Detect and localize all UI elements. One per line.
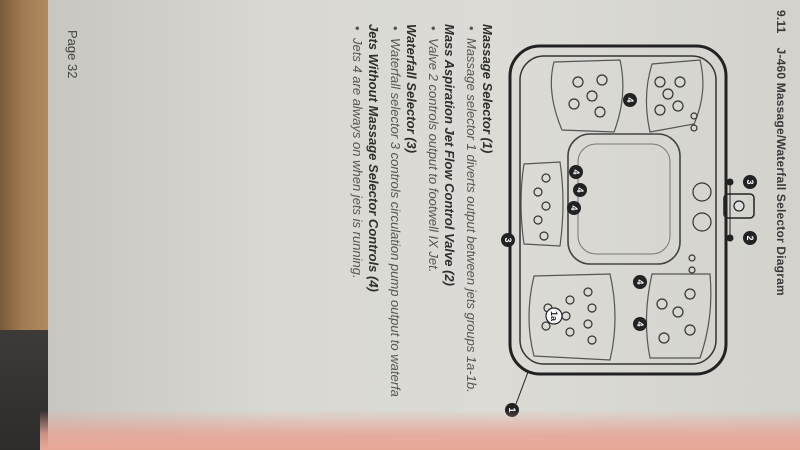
- callout-label: 4: [635, 321, 645, 326]
- jet: [596, 74, 608, 86]
- section-title: J-460 Massage/Waterfall Selector Diagram: [774, 47, 788, 296]
- jet: [572, 76, 584, 88]
- jet: [586, 90, 598, 102]
- selector-2-marker: [726, 234, 734, 242]
- jet: [565, 295, 575, 305]
- legend-text: Massage Selector (1) Massage selector 1 …: [343, 24, 495, 444]
- callout-label: 4: [571, 169, 581, 174]
- jet: [674, 76, 686, 88]
- section-heading: Waterfall Selector (3): [404, 24, 419, 154]
- tub-inner-rim: [519, 55, 717, 365]
- jet: [672, 306, 684, 318]
- jet: [684, 324, 696, 336]
- jet: [690, 112, 698, 120]
- tub-outer-shell: [508, 44, 728, 376]
- finger-overlay: [40, 410, 800, 450]
- section-bullet: Valve 2 controls output to footwell IX J…: [425, 38, 441, 444]
- callout-label: 4: [625, 97, 635, 102]
- callout-label: 4: [575, 187, 585, 192]
- callout-label: 4: [569, 205, 579, 210]
- callout-4: [623, 93, 637, 107]
- section-bullet: Waterfall selector 3 controls circulatio…: [387, 38, 403, 444]
- callout-4: [569, 165, 583, 179]
- selector-knob: [733, 200, 745, 212]
- jet: [541, 173, 551, 183]
- jet: [587, 335, 597, 345]
- footwell-inner: [577, 143, 671, 255]
- jet: [656, 298, 668, 310]
- jet: [541, 321, 551, 331]
- callout-4: [633, 275, 647, 289]
- section-header: 9.11J-460 Massage/Waterfall Selector Dia…: [774, 10, 788, 440]
- callout-3-top: [743, 175, 757, 189]
- jet: [561, 311, 571, 321]
- jet: [690, 124, 698, 132]
- jet: [654, 104, 666, 116]
- jet: [658, 332, 670, 344]
- jet: [594, 106, 606, 118]
- jet: [688, 266, 696, 274]
- section-heading: Massage Selector (1): [480, 24, 495, 154]
- callout-4: [633, 317, 647, 331]
- callout-2-top: [743, 231, 757, 245]
- callout-label: 3: [745, 179, 755, 184]
- jet: [565, 327, 575, 337]
- callout-4: [567, 201, 581, 215]
- seat-bottom: [520, 161, 564, 247]
- callout-label: 3: [503, 237, 513, 242]
- jet: [533, 215, 543, 225]
- callout-3-side: [501, 233, 515, 247]
- seat-left-top: [645, 59, 704, 133]
- footwell: [567, 133, 681, 265]
- selector-3-marker: [726, 178, 734, 186]
- jet: [583, 319, 593, 329]
- callout-label: 4: [635, 279, 645, 284]
- seat-right-top: [645, 273, 712, 359]
- jet: [583, 287, 593, 297]
- jet: [533, 187, 543, 197]
- jet: [541, 201, 551, 211]
- jet: [587, 303, 597, 313]
- section-heading: Mass Aspiration Jet Flow Control Valve (…: [442, 24, 457, 286]
- seat-left-bottom: [550, 59, 624, 133]
- callout-label: 1a: [549, 311, 559, 322]
- jet: [688, 254, 696, 262]
- lounger-right: [528, 273, 616, 361]
- section-bullet: Massage selector 1 diverts output betwee…: [463, 38, 479, 444]
- jet: [672, 100, 684, 112]
- pillow-jet: [692, 212, 712, 232]
- selector-panel: [723, 193, 755, 219]
- jet: [539, 231, 549, 241]
- page-number: Page 32: [65, 30, 80, 79]
- pillow-jet: [692, 182, 712, 202]
- section-bullet: Jets 4 are always on when jets is runnin…: [349, 38, 365, 444]
- section-number: 9.11: [774, 10, 788, 34]
- jet: [568, 98, 580, 110]
- callout-label: 2: [745, 235, 755, 240]
- callout-4: [573, 183, 587, 197]
- jet: [654, 76, 666, 88]
- callout-1a: [545, 307, 563, 325]
- section-heading: Jets Without Massage Selector Controls (…: [366, 24, 381, 292]
- hot-tub-diagram: 3 2 1 3 4 4 4 4 4 4 1a: [501, 44, 757, 417]
- jet: [684, 288, 696, 300]
- jet: [662, 88, 674, 100]
